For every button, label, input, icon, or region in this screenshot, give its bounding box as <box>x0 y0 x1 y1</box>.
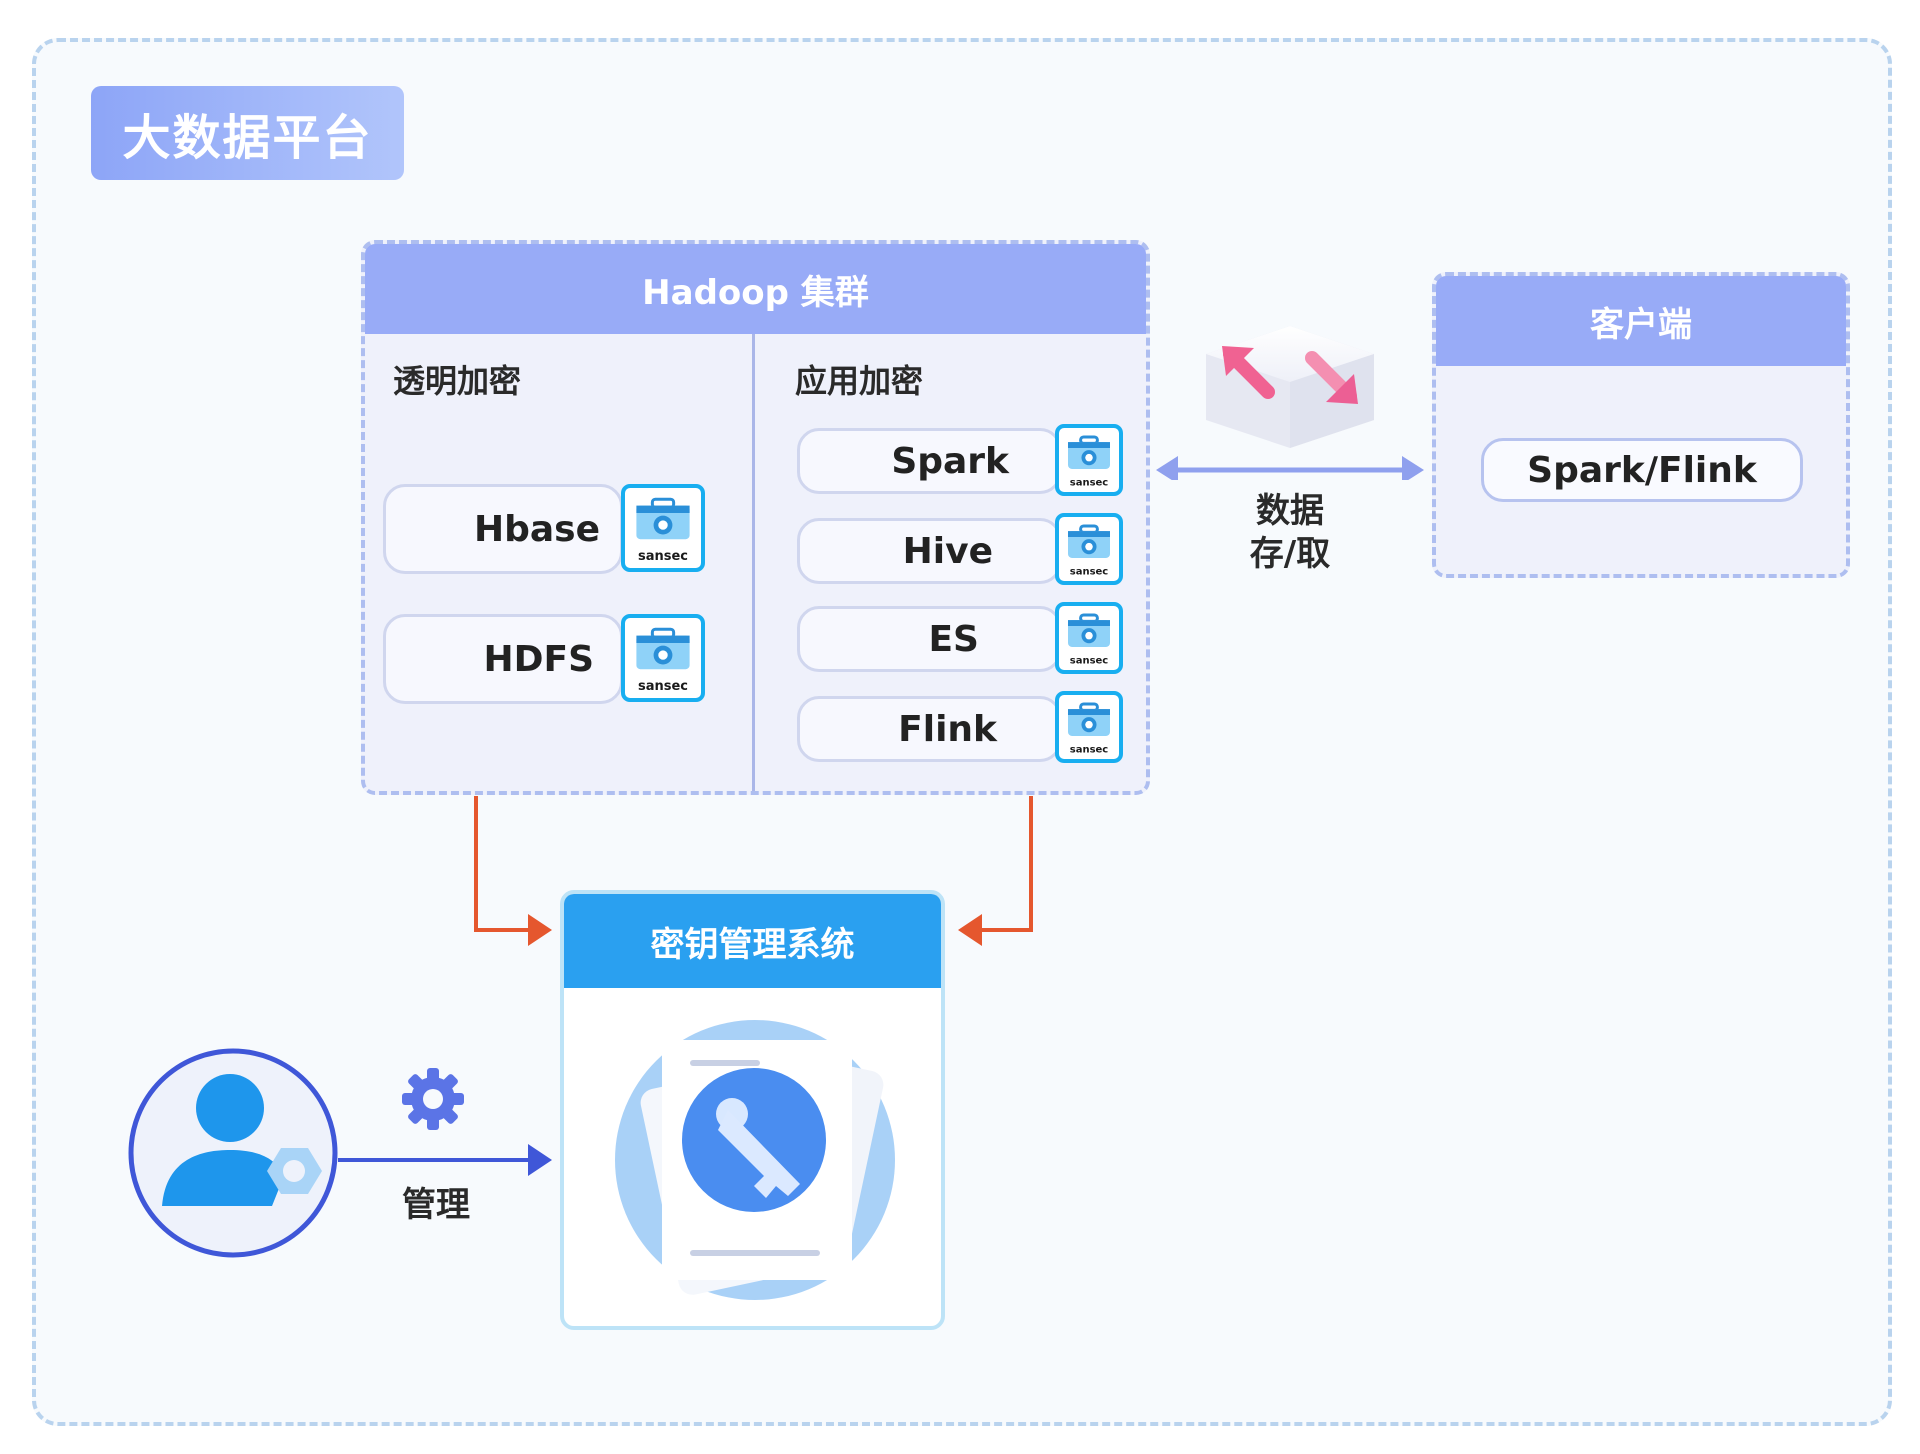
sansec-badge-icon: sansec <box>1055 691 1123 763</box>
data-access-label-line1: 数据 <box>1256 491 1324 531</box>
toolbox-icon: sansec <box>1068 613 1110 667</box>
sansec-text: sansec <box>638 549 688 564</box>
admin-user-icon[interactable] <box>126 1046 341 1261</box>
service-hive[interactable]: Hive <box>797 518 1062 584</box>
section-divider <box>752 334 755 791</box>
left-flow-arrow <box>474 796 552 946</box>
service-spark[interactable]: Spark <box>797 428 1062 494</box>
toolbox-icon: sansec <box>1068 435 1110 489</box>
manage-label: 管理 <box>402 1185 470 1225</box>
client-header: 客户端 <box>1436 276 1846 366</box>
toolbox-icon: sansec <box>1068 702 1110 756</box>
data-cube-icon <box>1206 326 1374 448</box>
data-access-arrow <box>1156 456 1424 480</box>
client-panel: 客户端 Spark/Flink <box>1432 272 1850 578</box>
service-label: Flink <box>898 708 997 750</box>
sansec-text: sansec <box>1070 567 1109 578</box>
client-service-spark-flink[interactable]: Spark/Flink <box>1481 438 1803 502</box>
service-label: HDFS <box>483 638 594 680</box>
kms-header: 密钥管理系统 <box>564 894 941 988</box>
service-label: Spark <box>891 440 1009 482</box>
manage-arrow <box>338 1144 552 1176</box>
sansec-badge-icon: sansec <box>1055 513 1123 585</box>
hadoop-cluster-header: Hadoop 集群 <box>365 244 1146 334</box>
sansec-text: sansec <box>1070 656 1109 667</box>
right-flow-arrow <box>958 796 1033 946</box>
sansec-badge-icon: sansec <box>621 484 705 572</box>
platform-title: 大数据平台 <box>91 86 404 180</box>
toolbox-icon: sansec <box>636 627 690 694</box>
sansec-text: sansec <box>1070 478 1109 489</box>
service-label: Hive <box>902 530 993 572</box>
data-access-label-line2: 存/取 <box>1249 533 1331 574</box>
sansec-text: sansec <box>638 679 688 694</box>
service-label: Hbase <box>473 508 600 550</box>
key-document-icon <box>615 1020 895 1300</box>
service-flink[interactable]: Flink <box>797 696 1062 762</box>
toolbox-icon: sansec <box>636 497 690 564</box>
gear-icon <box>402 1068 464 1130</box>
transparent-encryption-title: 透明加密 <box>393 362 522 400</box>
toolbox-icon: sansec <box>1068 524 1110 578</box>
data-exchange-graphic <box>1156 326 1424 480</box>
sansec-text: sansec <box>1070 745 1109 756</box>
service-label: ES <box>928 618 979 660</box>
service-es[interactable]: ES <box>797 606 1062 672</box>
sansec-badge-icon: sansec <box>621 614 705 702</box>
sansec-badge-icon: sansec <box>1055 424 1123 496</box>
sansec-badge-icon: sansec <box>1055 602 1123 674</box>
data-access-label: 数据 存/取 <box>1225 490 1355 575</box>
application-encryption-title: 应用加密 <box>795 362 924 400</box>
